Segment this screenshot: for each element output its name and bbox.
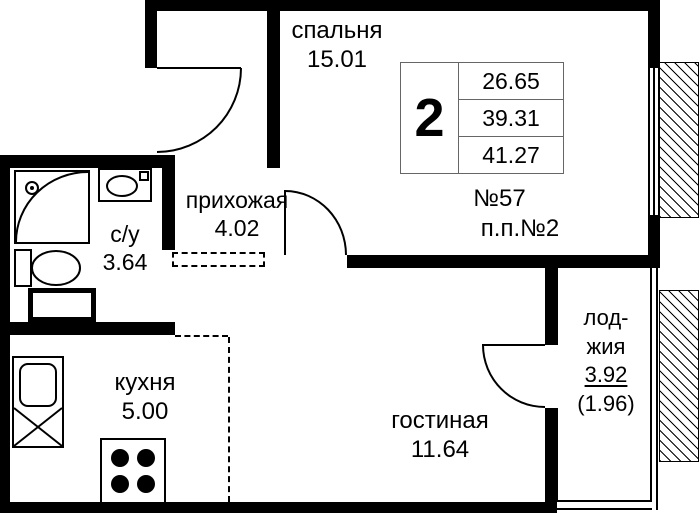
- wall-top: [145, 0, 660, 11]
- wall-bottom: [0, 502, 557, 513]
- room-name: спальня: [291, 17, 383, 44]
- kitchen-sink-fixture: [12, 356, 64, 453]
- info-area-values: 26.65 39.31 41.27: [459, 63, 563, 173]
- room-name: жия: [586, 333, 626, 359]
- toilet-fixture: [14, 246, 82, 295]
- wall-bathroom-bottom: [0, 322, 175, 335]
- kitchen-zone-dashed-vertical: [228, 337, 230, 502]
- info-area-row: 41.27: [482, 141, 540, 168]
- room-area: 3.64: [102, 249, 148, 276]
- wall-entry-left: [145, 0, 157, 68]
- room-label-bathroom: с/у 3.64: [85, 220, 165, 276]
- kitchen-zone-dashed-horizontal: [175, 335, 228, 337]
- room-label-kitchen: кухня 5.00: [80, 368, 210, 427]
- wall-loggia-upper: [545, 268, 558, 345]
- bathroom-sink-fixture: [98, 168, 152, 207]
- shower-fixture: [14, 170, 90, 249]
- plan-number: п.п.№2: [480, 215, 560, 242]
- room-area-reduced: (1.96): [577, 390, 635, 416]
- room-label-living: гостиная 11.64: [370, 406, 510, 465]
- room-name: лод-: [583, 305, 629, 330]
- room-label-loggia: лод- жия 3.92 (1.96): [560, 304, 652, 418]
- room-area: 4.02: [214, 215, 260, 242]
- hatch-area-top: [659, 62, 699, 218]
- wall-bedroom-bottom: [347, 255, 660, 268]
- room-name: кухня: [114, 369, 176, 396]
- wall-bedroom-left: [267, 0, 280, 168]
- wall-loggia-lower: [545, 408, 558, 502]
- room-name: прихожая: [185, 187, 289, 213]
- wall-bathroom-top: [0, 155, 175, 168]
- entrance-door-arc: [157, 68, 242, 153]
- wardrobe-dashed-outline: [172, 252, 265, 267]
- room-name: с/у: [110, 221, 140, 247]
- room-label-hallway: прихожая 4.02: [167, 186, 307, 242]
- stove-fixture: [100, 438, 166, 509]
- loggia-door-arc: [482, 345, 545, 408]
- washing-machine-fixture: [28, 288, 96, 322]
- wall-right-top-corner: [648, 0, 660, 68]
- room-area: 3.92: [584, 362, 628, 388]
- info-box: 2 26.65 39.31 41.27: [400, 62, 564, 174]
- hatch-area-bottom: [659, 290, 699, 462]
- window-mullion: [653, 68, 655, 215]
- room-area: 5.00: [121, 398, 169, 426]
- loggia-window-bottom: [557, 500, 652, 510]
- apartment-number: №57: [473, 185, 526, 212]
- room-name: гостиная: [391, 407, 489, 434]
- info-area-row: 39.31: [459, 100, 563, 137]
- info-room-count: 2: [401, 63, 459, 173]
- room-label-bedroom: спальня 15.01: [272, 16, 402, 75]
- room-area: 11.64: [410, 436, 470, 464]
- wall-right-mid: [648, 215, 660, 268]
- info-area-row: 26.65: [459, 63, 563, 100]
- room-area: 15.01: [306, 46, 368, 74]
- loggia-window-right: [650, 268, 658, 510]
- wall-bathroom-right: [162, 155, 175, 250]
